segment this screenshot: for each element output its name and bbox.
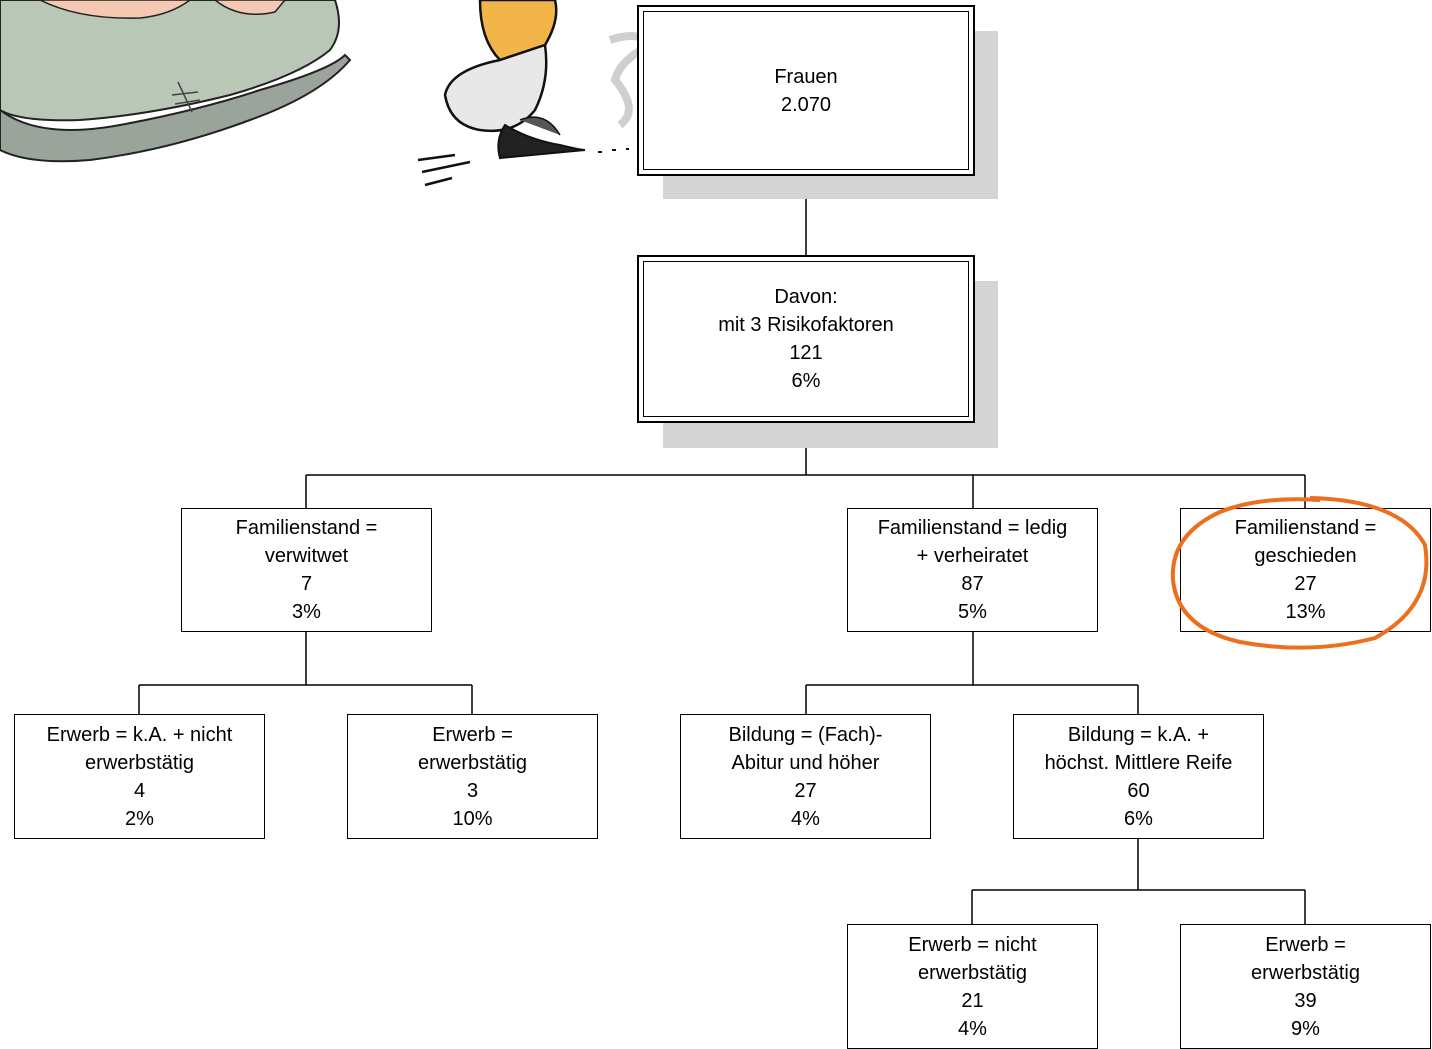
node-geschieden-line1: Familienstand = [1234,517,1377,539]
node-erwerb-erwerbstaetig-left-line1: Erwerb = [432,723,513,746]
node-bildung-abitur-line1: Bildung = (Fach)- [728,723,883,746]
node-frauen-inner: Frauen 2.070 [643,11,969,170]
node-frauen: Frauen 2.070 [637,5,975,176]
node-verwitwet-line1: Familienstand = [235,517,378,539]
node-geschieden: Familienstand = geschieden 27 13% [1180,508,1431,632]
node-erwerb-erwerbstaetig-left: Erwerb = erwerbstätig 3 10% [347,714,598,839]
node-risikofaktoren-count: 121 [789,342,823,364]
node-erwerb-erwerbstaetig-left-count: 3 [466,779,479,802]
node-bildung-mittlere-reife: Bildung = k.A. + höchst. Mittlere Reife … [1013,714,1264,839]
node-frauen-title: Frauen [774,65,838,88]
node-ledig-verheiratet-line2: + verheiratet [916,545,1029,567]
node-bildung-mittlere-reife-pct: 6% [1124,807,1153,830]
node-bildung-abitur-line2: Abitur und höher [731,751,880,774]
node-verwitwet: Familienstand = verwitwet 7 3% [181,508,432,632]
node-bildung-mittlere-reife-line1: Bildung = k.A. + [1067,723,1210,746]
node-bildung-abitur-pct: 4% [791,807,820,830]
node-erwerb-erwerbstaetig-right-count: 39 [1294,989,1317,1012]
node-risikofaktoren-line1: Davon: [774,286,838,308]
node-geschieden-pct: 13% [1285,601,1326,623]
node-erwerb-erwerbstaetig-left-line2: erwerbstätig [418,751,527,774]
highlight-circle [1170,496,1429,650]
node-erwerb-ka-nicht-count: 4 [133,779,146,802]
node-ledig-verheiratet-line1: Familienstand = ledig [877,517,1068,539]
node-risikofaktoren-line2: mit 3 Risikofaktoren [718,314,894,336]
node-geschieden-line2: geschieden [1254,545,1357,567]
node-erwerb-nicht-line1: Erwerb = nicht [908,933,1037,956]
node-ledig-verheiratet-pct: 5% [958,601,987,623]
node-erwerb-ka-nicht-line1: Erwerb = k.A. + nicht [46,723,233,746]
node-bildung-abitur-count: 27 [794,779,817,802]
stubbed-cigarette-icon [417,0,656,187]
node-ledig-verheiratet-count: 87 [961,573,984,595]
node-bildung-mittlere-reife-line2: höchst. Mittlere Reife [1044,751,1233,774]
node-risikofaktoren-pct: 6% [791,370,821,392]
node-erwerb-nicht-count: 21 [961,989,984,1012]
node-erwerb-nicht-line2: erwerbstätig [918,961,1027,984]
node-risikofaktoren: Davon: mit 3 Risikofaktoren 121 6% [637,255,975,423]
node-erwerb-erwerbstaetig-right-line2: erwerbstätig [1251,961,1360,984]
node-erwerb-ka-nicht-pct: 2% [125,807,154,830]
node-erwerb-erwerbstaetig-left-pct: 10% [452,807,493,830]
node-erwerb-ka-nicht-line2: erwerbstätig [85,751,194,774]
node-erwerb-nicht: Erwerb = nicht erwerbstätig 21 4% [847,924,1098,1049]
node-erwerb-erwerbstaetig-right: Erwerb = erwerbstätig 39 9% [1180,924,1431,1049]
node-bildung-mittlere-reife-count: 60 [1127,779,1150,802]
node-bildung-abitur: Bildung = (Fach)- Abitur und höher 27 4% [680,714,931,839]
node-erwerb-erwerbstaetig-right-pct: 9% [1291,1017,1320,1040]
node-frauen-count: 2.070 [780,93,832,116]
node-risikofaktoren-inner: Davon: mit 3 Risikofaktoren 121 6% [643,261,969,417]
scale-feet-icon [0,0,352,163]
node-verwitwet-line2: verwitwet [264,545,349,567]
node-erwerb-ka-nicht: Erwerb = k.A. + nicht erwerbstätig 4 2% [14,714,265,839]
node-geschieden-count: 27 [1294,573,1317,595]
node-verwitwet-pct: 3% [292,601,321,623]
node-erwerb-nicht-pct: 4% [958,1017,987,1040]
node-erwerb-erwerbstaetig-right-line1: Erwerb = [1265,933,1346,956]
node-ledig-verheiratet: Familienstand = ledig + verheiratet 87 5… [847,508,1098,632]
node-verwitwet-count: 7 [300,573,313,595]
